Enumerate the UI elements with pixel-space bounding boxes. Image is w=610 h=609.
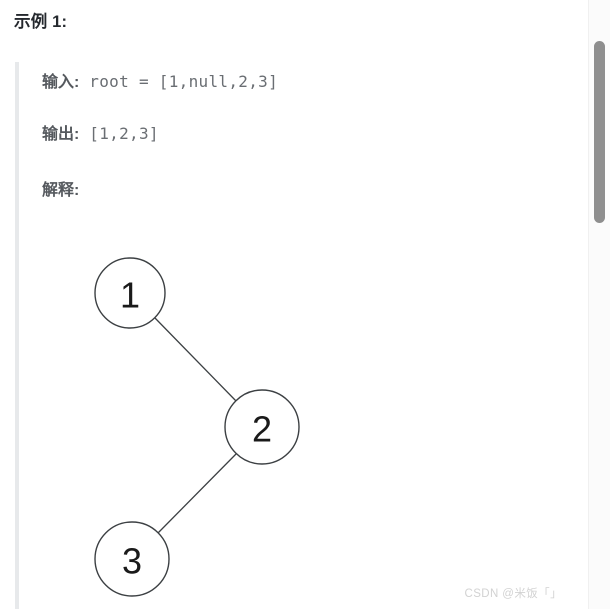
example-input-value: root = [1,null,2,3] bbox=[89, 72, 279, 91]
example-explanation-label: 解释: bbox=[42, 182, 80, 199]
csdn-watermark: CSDN @米饭「」 bbox=[464, 588, 562, 600]
page-title: 示例 1: bbox=[14, 13, 68, 31]
vertical-scrollbar-track[interactable] bbox=[588, 0, 610, 609]
example-output-value: [1,2,3] bbox=[89, 124, 159, 143]
example-output-line: 输出: [1,2,3] bbox=[42, 120, 159, 144]
example-blockquote: 输入: root = [1,null,2,3] 输出: [1,2,3] 解释: bbox=[15, 62, 575, 609]
example-input-label: 输入: bbox=[42, 74, 80, 91]
example-input-line: 输入: root = [1,null,2,3] bbox=[42, 68, 278, 92]
document-content: 示例 1: 输入: root = [1,null,2,3] 输出: [1,2,3… bbox=[14, 13, 575, 609]
example-output-label: 输出: bbox=[42, 126, 80, 143]
example-explanation-line: 解释: bbox=[42, 176, 79, 200]
vertical-scrollbar-thumb[interactable] bbox=[594, 41, 605, 223]
